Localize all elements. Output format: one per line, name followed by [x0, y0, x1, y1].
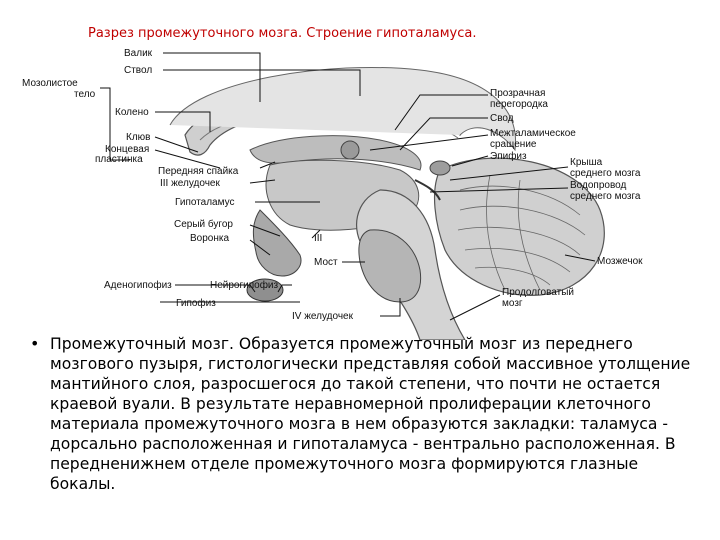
pineal-shape — [430, 161, 450, 175]
label-koleno: Колено — [115, 107, 149, 118]
label-corpus-callosum-1: Мозолистое — [22, 78, 78, 89]
bullet-marker: • — [30, 334, 39, 354]
label-anterior-commissure: Передняя спайка — [158, 166, 239, 177]
label-epiphysis: Эпифиз — [490, 150, 527, 162]
label-hypothalamus: Гипоталамус — [175, 197, 235, 208]
label-medulla-1: Продолговатый — [502, 287, 574, 298]
label-klyuv: Клюв — [126, 132, 150, 143]
label-lamina-terminalis-2: пластинка — [95, 154, 143, 165]
label-valik: Валик — [124, 48, 153, 59]
interthalamic-adhesion-shape — [341, 141, 359, 159]
label-third-ventricle: III желудочек — [160, 178, 220, 189]
label-fourth-ventricle: IV желудочек — [292, 311, 354, 322]
label-tectum-2: среднего мозга — [570, 168, 641, 179]
label-iii-nerve: III — [314, 233, 322, 244]
label-tuber-cinereum: Серый бугор — [174, 218, 233, 230]
label-medulla-2: мозг — [502, 298, 523, 309]
label-neurohypophysis: Нейрогипофиз — [210, 279, 279, 291]
label-septum-1: Прозрачная — [490, 88, 545, 99]
label-fornix: Свод — [490, 113, 514, 124]
label-septum-2: перегородка — [490, 99, 548, 110]
label-adenohypophysis: Аденогипофиз — [104, 279, 172, 291]
label-interthalamic-1: Межталамическое — [490, 128, 576, 139]
label-stvol: Ствол — [124, 65, 152, 76]
brain-section-illustration: Валик Ствол Мозолистое тело Колено Клюв … — [20, 40, 700, 340]
label-pons: Мост — [314, 257, 338, 268]
label-aqueduct-2: среднего мозга — [570, 191, 641, 202]
label-tectum-1: Крыша — [570, 157, 603, 168]
label-hypophysis: Гипофиз — [176, 297, 216, 309]
slide-title: Разрез промежуточного мозга. Строение ги… — [88, 26, 648, 41]
description-bullet: • Промежуточный мозг. Образуется промежу… — [30, 334, 695, 494]
label-corpus-callosum-2: тело — [74, 89, 96, 100]
label-interthalamic-2: сращение — [490, 139, 537, 150]
label-infundibulum: Воронка — [190, 233, 229, 244]
brain-diagram: Валик Ствол Мозолистое тело Колено Клюв … — [20, 40, 700, 340]
description-text: Промежуточный мозг. Образуется промежуто… — [50, 334, 695, 494]
label-aqueduct-1: Водопровод — [570, 180, 626, 191]
label-cerebellum: Мозжечок — [597, 256, 643, 267]
